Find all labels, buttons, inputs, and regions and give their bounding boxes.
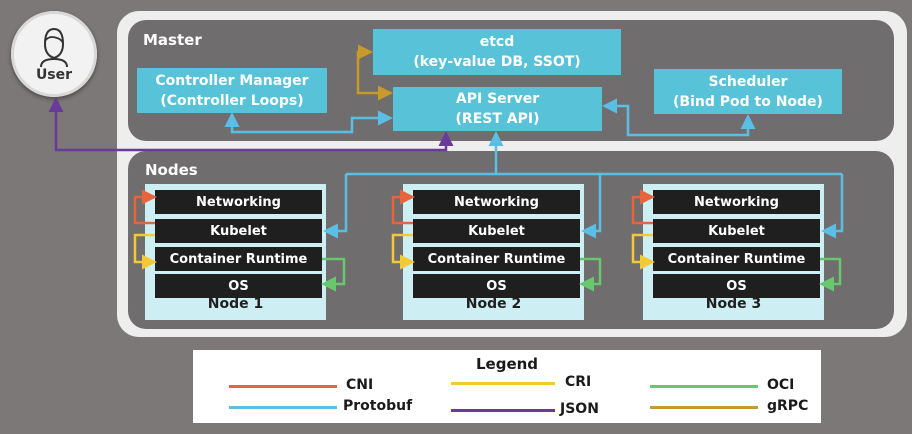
protobuf-kubelet-3-line	[821, 174, 844, 239]
oci-node-2-line	[579, 257, 602, 292]
os-row: OS	[653, 274, 820, 298]
kubelet-row: Kubelet	[653, 219, 820, 243]
legend-cni-swatch	[229, 385, 337, 388]
protobuf-kubelet-1-line	[323, 174, 348, 239]
networking-row: Networking	[155, 190, 322, 214]
legend-json-swatch	[451, 409, 555, 412]
node-3: Networking Kubelet Container Runtime OS …	[643, 184, 824, 320]
protobuf-cm-api-line	[224, 110, 393, 134]
api-server-name: API Server	[455, 91, 540, 107]
networking-row: Networking	[653, 190, 820, 214]
legend-oci-label: OCI	[767, 377, 795, 393]
networking-row: Networking	[413, 190, 580, 214]
nodes-title: Nodes	[145, 161, 198, 179]
container-runtime-row: Container Runtime	[653, 247, 820, 271]
person-icon	[40, 27, 68, 68]
legend-grpc-label: gRPC	[767, 398, 809, 414]
etcd-box: etcd (key-value DB, SSOT)	[373, 29, 621, 75]
legend-cri-swatch	[451, 382, 555, 385]
node-label: Node 2	[465, 296, 522, 312]
scheduler-name: Scheduler	[708, 73, 788, 90]
node-1: Networking Kubelet Container Runtime OS …	[145, 184, 326, 320]
grpc-etcd-api-line	[356, 44, 393, 101]
legend-protobuf-label: Protobuf	[343, 398, 413, 414]
cri-node-1-line	[133, 233, 157, 270]
legend-json-label: JSON	[560, 401, 599, 417]
user-avatar: User	[11, 11, 97, 97]
etcd-desc: (key-value DB, SSOT)	[413, 54, 581, 70]
protobuf-kubelet-2-line	[581, 174, 602, 239]
legend-title: Legend	[475, 355, 539, 373]
kubelet-row: Kubelet	[413, 219, 580, 243]
cni-node-2-line	[391, 189, 415, 225]
protobuf-scheduler-api-line	[602, 98, 756, 137]
cni-node-3-line	[631, 189, 655, 225]
json-user-api-line	[48, 97, 454, 152]
os-row: OS	[155, 274, 322, 298]
legend: Legend CNI CRI OCI Protobuf JSON gRPC	[193, 350, 821, 423]
node-label: Node 1	[207, 296, 264, 312]
legend-grpc-swatch	[650, 406, 758, 409]
node-2: Networking Kubelet Container Runtime OS …	[403, 184, 584, 320]
oci-node-3-line	[819, 257, 842, 292]
legend-cni-label: CNI	[346, 377, 374, 393]
kubelet-row: Kubelet	[155, 219, 322, 243]
api-server-desc: (REST API)	[455, 111, 540, 127]
node-label: Node 3	[705, 296, 762, 312]
legend-oci-swatch	[650, 385, 758, 388]
master-title: Master	[143, 31, 202, 49]
legend-protobuf-swatch	[229, 406, 337, 409]
legend-cri-label: CRI	[565, 374, 592, 390]
container-runtime-row: Container Runtime	[155, 247, 322, 271]
os-row: OS	[413, 274, 580, 298]
cri-node-3-line	[631, 233, 655, 270]
container-runtime-row: Container Runtime	[413, 247, 580, 271]
cni-node-1-line	[133, 189, 157, 225]
etcd-name: etcd	[479, 34, 515, 50]
oci-node-1-line	[321, 257, 346, 292]
cri-node-2-line	[391, 233, 415, 270]
controller-manager-name: Controller Manager	[155, 72, 309, 89]
user-label: User	[35, 67, 73, 83]
